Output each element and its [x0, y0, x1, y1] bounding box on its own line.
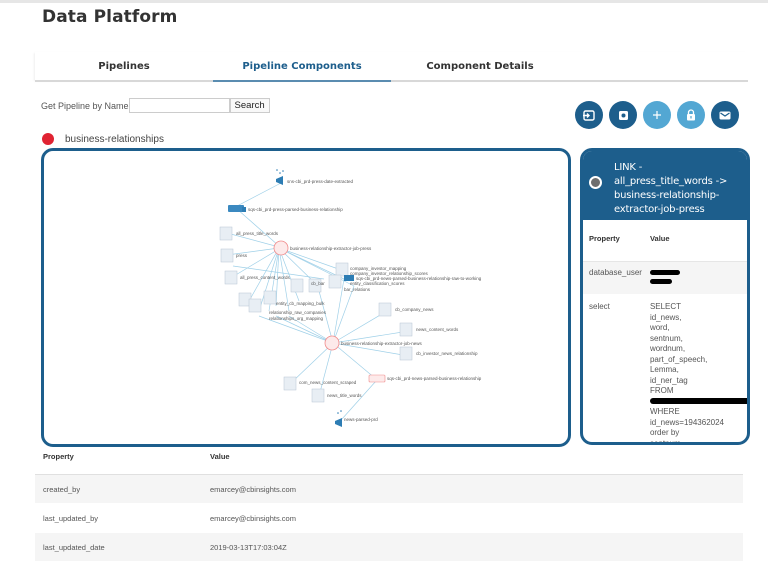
lock-button[interactable] [677, 101, 705, 129]
search-label: Get Pipeline by Name [41, 100, 129, 111]
svg-text:relationships_org_mapping: relationships_org_mapping [269, 316, 324, 321]
job-node-icon[interactable] [324, 335, 340, 351]
svg-text:cb_investor_news_relationship: cb_investor_news_relationship [416, 351, 478, 356]
action-toolbar [575, 101, 739, 129]
pipeline-status-dot [42, 133, 54, 145]
svg-text:sqs-cbi_prd-press-parsed-busin: sqs-cbi_prd-press-parsed-business-relati… [248, 207, 343, 212]
job-node-icon[interactable] [273, 240, 289, 256]
add-button[interactable] [643, 101, 671, 129]
svg-text:sqs-cbi_prd-news-parsed-busine: sqs-cbi_prd-news-parsed-business-relatio… [356, 276, 482, 281]
table-row: created_by emarcey@cbinsights.com [35, 475, 743, 504]
table-row: select SELECT id_news, word, sentnum, wo… [583, 294, 747, 442]
queue-node-icon[interactable] [368, 374, 386, 383]
select-query-value: SELECT id_news, word, sentnum, wordnum, … [642, 294, 747, 442]
column-header-property: Property [583, 220, 642, 262]
detail-table: Property Value database_user select SELE… [583, 220, 747, 442]
table-header: Property Value [35, 452, 743, 475]
svg-text:company_investor_mapping: company_investor_mapping [350, 266, 407, 271]
tab-pipelines[interactable]: Pipelines [98, 61, 150, 72]
component-detail-panel: LINK - all_press_title_words -> business… [580, 148, 750, 445]
component-properties-table: Property Value created_by emarcey@cbinsi… [35, 452, 743, 562]
pipeline-name: business-relationships [65, 133, 164, 145]
detail-status-dot [589, 176, 602, 189]
table-row: last_updated_by emarcey@cbinsights.com [35, 504, 743, 533]
page-title: Data Platform [42, 7, 178, 27]
mail-icon [719, 111, 731, 119]
svg-text:all_press_content_words: all_press_content_words [240, 275, 291, 280]
svg-text:business-relationship-extracto: business-relationship-extractor-job-pres… [290, 246, 372, 251]
top-border [0, 0, 768, 3]
plus-icon [653, 111, 661, 119]
svg-text:news-parsed-prd: news-parsed-prd [344, 417, 378, 422]
settings-icon [618, 110, 628, 120]
svg-text:entity_classification_scores: entity_classification_scores [350, 281, 405, 286]
svg-text:company_investor_relationship_: company_investor_relationship_scores [350, 271, 429, 276]
svg-text:sns-cbi_prd-press-date-extract: sns-cbi_prd-press-date-extracted [287, 179, 354, 184]
svg-text:all_press_title_words: all_press_title_words [236, 231, 279, 236]
svg-text:news_title_words: news_title_words [327, 393, 362, 398]
tab-pipeline-components[interactable]: Pipeline Components [213, 52, 391, 82]
svg-text:news_content_words: news_content_words [416, 327, 459, 332]
svg-text:relationship_raw_companies: relationship_raw_companies [269, 310, 327, 315]
svg-text:sqs-cbi_prd-news-parsed-busine: sqs-cbi_prd-news-parsed-business-relatio… [387, 376, 482, 381]
publisher-node-icon[interactable] [335, 410, 342, 427]
pipeline-header: business-relationships [42, 133, 164, 145]
svg-text:cb_bar: cb_bar [311, 281, 325, 286]
tab-component-details[interactable]: Component Details [426, 61, 534, 72]
pipeline-graph[interactable]: sns-cbi_prd-press-date-extracted sqs-cbi… [41, 148, 571, 447]
property-cell: select [589, 302, 610, 311]
svg-text:entity_cb_mapping_bulk: entity_cb_mapping_bulk [276, 301, 325, 306]
sign-in-icon [583, 109, 595, 121]
table-row: last_updated_date 2019-03-13T17:03:04Z [35, 533, 743, 562]
settings-button[interactable] [609, 101, 637, 129]
svg-text:press: press [236, 253, 248, 258]
pipeline-name-input[interactable] [128, 98, 230, 113]
sign-in-button[interactable] [575, 101, 603, 129]
lock-icon [687, 109, 695, 121]
pipeline-search: Get Pipeline by Name Search [41, 98, 270, 113]
detail-header: LINK - all_press_title_words -> business… [583, 151, 747, 220]
svg-text:cb_company_news: cb_company_news [395, 307, 434, 312]
publisher-node-icon[interactable] [276, 169, 284, 185]
redacted-value [641, 261, 747, 294]
table-row: database_user [583, 261, 747, 294]
svg-text:com_news_content_scraped: com_news_content_scraped [299, 380, 357, 385]
queue-node-icon[interactable] [228, 205, 246, 212]
svg-text:business-relationship-extracto: business-relationship-extractor-job-news [341, 341, 423, 346]
tab-bar: Pipelines Pipeline Components Component … [35, 52, 748, 82]
column-header-value: Value [641, 220, 747, 262]
graph-canvas[interactable]: sns-cbi_prd-press-date-extracted sqs-cbi… [44, 151, 570, 446]
detail-title: LINK - all_press_title_words -> business… [614, 162, 728, 215]
search-button[interactable]: Search [229, 98, 270, 113]
property-cell: database_user [583, 261, 642, 294]
svg-text:bar_relations: bar_relations [344, 287, 371, 292]
mail-button[interactable] [711, 101, 739, 129]
